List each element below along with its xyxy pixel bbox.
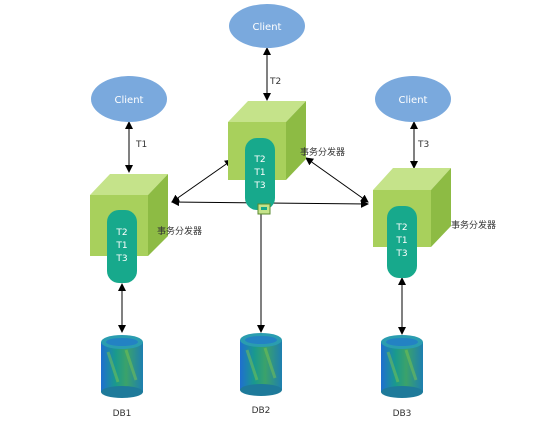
link-label-t3: T3 [417,140,429,150]
dispatcher-left-queue-item-3: T3 [115,254,127,264]
dispatcher-right-queue [387,206,417,278]
dispatcher-center-label: 事务分发器 [300,146,345,158]
database-db1-label: DB1 [113,409,132,419]
client-center-label: Client [253,22,282,33]
dispatcher-left-label: 事务分发器 [157,225,202,237]
client-right: Client [375,76,451,122]
dispatcher-center-queue-item-3: T3 [253,181,265,191]
dispatcher-right: T2 T1 T3 事务分发器 [373,168,496,278]
database-db2-label: DB2 [252,406,271,416]
dispatcher-left-queue [107,210,137,283]
dispatcher-center-queue-item-1: T2 [253,155,265,165]
dispatcher-center-queue [245,138,275,210]
dispatcher-left-queue-item-1: T2 [115,228,127,238]
client-left-label: Client [115,95,144,106]
link-label-t1: T1 [135,140,147,150]
database-db2: DB2 [240,333,282,416]
dispatcher-center-queue-item-2: T1 [253,168,265,178]
dispatcher-center: T2 T1 T3 事务分发器 [228,101,345,215]
dispatcher-right-queue-item-2: T1 [395,236,407,246]
dispatcher-right-queue-item-1: T2 [395,223,407,233]
database-db3: DB3 [381,335,423,419]
database-db3-label: DB3 [393,409,412,419]
client-left: Client [91,76,167,122]
dispatcher-left: T2 T1 T3 事务分发器 [90,174,202,283]
link-label-t2: T2 [269,77,281,87]
database-db1: DB1 [101,335,143,419]
center-left-link [171,159,233,203]
dispatcher-right-label: 事务分发器 [451,219,496,231]
center-right-link [305,157,369,203]
dispatcher-right-queue-item-3: T3 [395,249,407,259]
client-right-label: Client [399,95,428,106]
client-center: Client [229,4,305,48]
dispatcher-left-queue-item-2: T1 [115,241,127,251]
